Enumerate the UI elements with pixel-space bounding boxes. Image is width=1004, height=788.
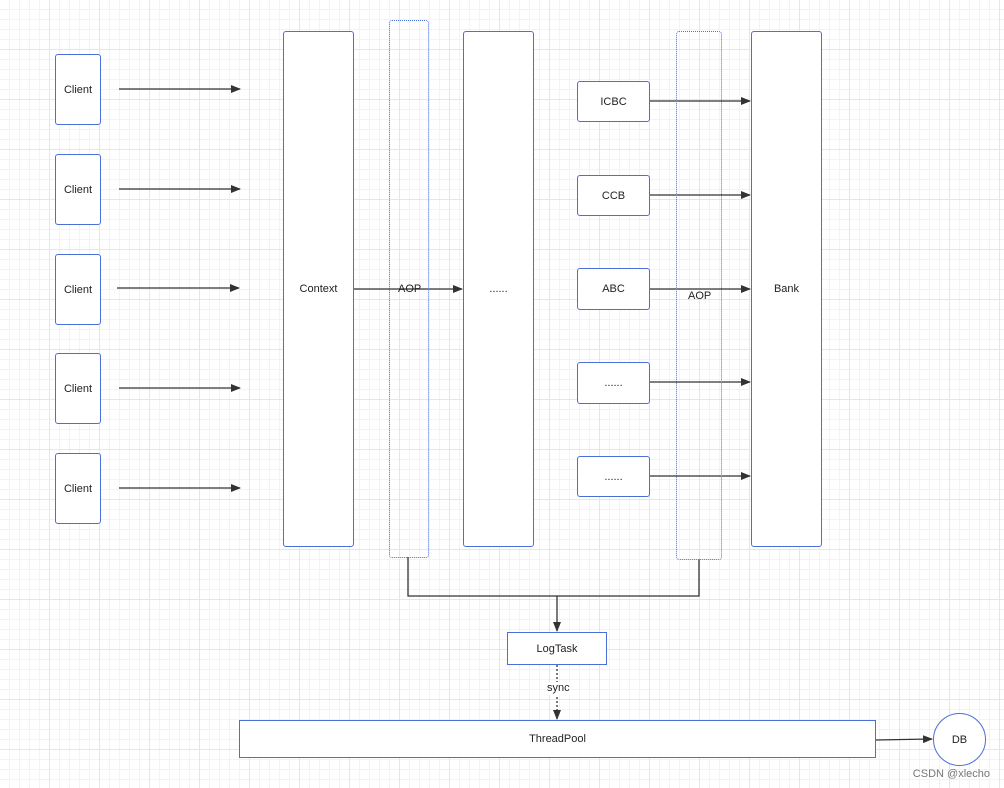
bank-node-abc[interactable]: ABC [577,268,650,310]
bank-label: ICBC [600,95,627,108]
watermark-text: CSDN @xlecho [912,768,990,780]
bank-node-icbc[interactable]: ICBC [577,81,650,122]
bank-label: ...... [604,470,623,483]
aop-to-logtask-connector [407,557,700,597]
middle-node[interactable]: ...... [463,31,534,547]
aop-right-label: AOP [688,290,712,302]
client-label: Client [63,482,93,495]
bank-node-ccb[interactable]: CCB [577,175,650,216]
client-node-3[interactable]: Client [55,254,101,325]
threadpool-to-db-arrow [875,735,933,744]
bank-node-other-1[interactable]: ...... [577,362,650,404]
client-node-2[interactable]: Client [55,154,101,225]
context-node[interactable]: Context [283,31,354,547]
aop-right-node[interactable] [676,31,722,560]
threadpool-node[interactable]: ThreadPool [239,720,876,758]
db-label: DB [951,733,968,746]
aop-left-label: AOP [398,283,422,295]
bank-node[interactable]: Bank [751,31,822,547]
threadpool-label: ThreadPool [529,733,586,745]
bank-label: ABC [602,283,625,295]
context-label: Context [299,283,338,295]
bank-title: Bank [773,283,800,295]
bank-label: ...... [604,377,623,389]
bank-node-other-2[interactable]: ...... [577,456,650,497]
middle-label: ...... [489,283,508,295]
client-node-5[interactable]: Client [55,453,101,524]
bank-label: CCB [601,189,626,202]
logtask-label: LogTask [536,642,578,655]
sync-label: sync [545,682,572,695]
client-label: Client [63,382,93,395]
db-node[interactable]: DB [933,713,986,766]
client-node-1[interactable]: Client [55,54,101,125]
logtask-node[interactable]: LogTask [507,632,607,665]
client-label: Client [63,283,93,296]
client-node-4[interactable]: Client [55,353,101,424]
aop-left-node[interactable] [389,20,429,558]
client-label: Client [63,183,93,196]
client-label: Client [63,83,93,96]
